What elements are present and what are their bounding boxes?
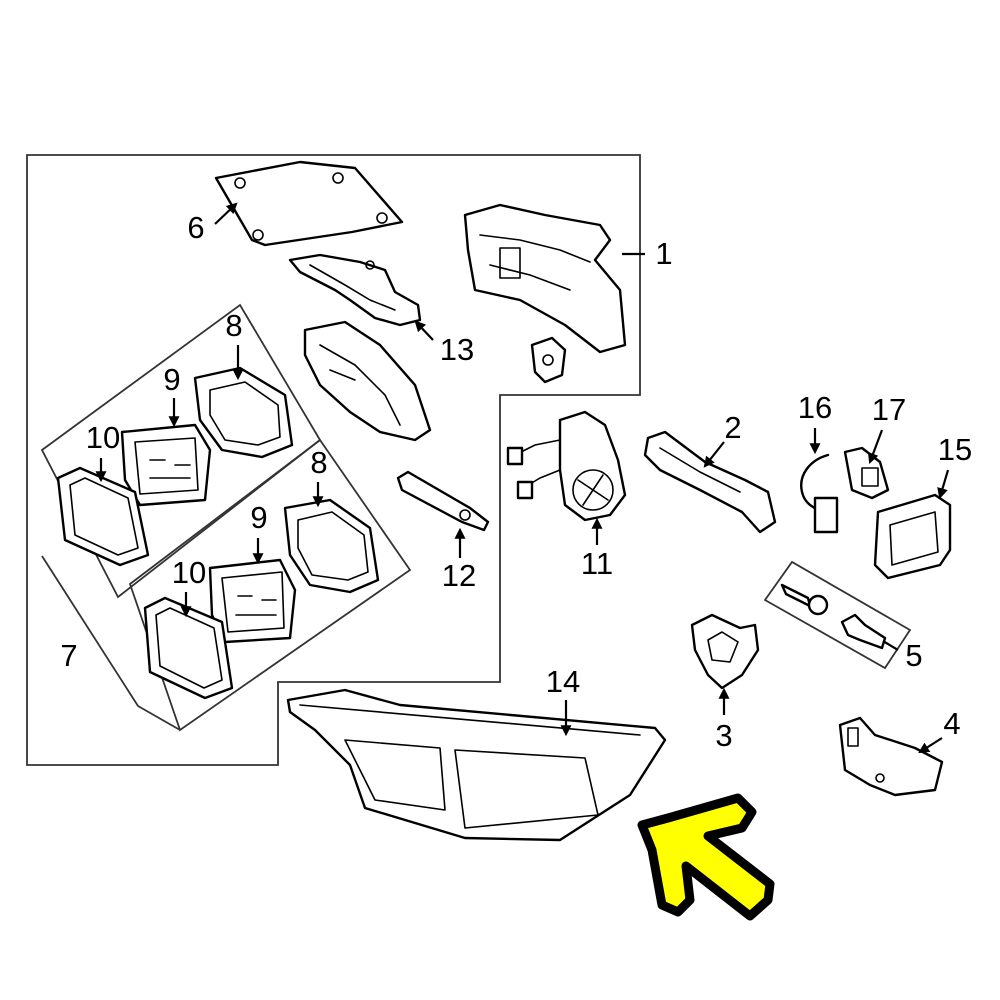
part-10-upper-retainer [56,466,150,567]
callout-10-lower: 10 [172,555,206,590]
callout-12: 12 [442,558,476,593]
headlamp-group-box-lower [128,438,412,732]
part-3-clip [690,613,760,690]
callout-17: 17 [872,392,906,427]
part-6-cover [214,160,404,247]
pointer-arrow-icon [637,793,775,921]
callout-2: 2 [724,410,741,445]
callout-9-lower: 9 [250,500,267,535]
part-housing-bracket [303,320,432,442]
callout-11: 11 [581,546,613,581]
assembly-box-1 [26,154,641,766]
part-4-plate [838,716,944,797]
part-10-lower-retainer [143,596,234,700]
callout-9-upper: 9 [163,362,180,397]
leader-lines [95,202,950,754]
callout-8-lower: 8 [310,445,327,480]
callout-3: 3 [715,718,732,753]
part-15-lamp [873,493,952,580]
callout-10-upper: 10 [86,420,120,455]
callout-14: 14 [546,664,580,699]
part-2-trim-strip [643,430,777,534]
part-17-socket [843,446,890,500]
part-5-fasteners [763,560,912,670]
part-14-panel [286,688,667,842]
callout-1: 1 [655,236,672,271]
part-8-upper-ring [193,366,294,459]
part-16-harness [800,453,839,534]
callout-15: 15 [938,432,972,467]
part-12-adjuster-rod [396,470,490,532]
part-9-lower-lamp [208,558,297,644]
callout-4: 4 [943,706,960,741]
callout-16: 16 [798,390,832,425]
part-11-motor [506,410,627,522]
part-radiator-support [463,203,627,354]
part-small-connector [530,336,567,384]
callout-13: 13 [440,332,474,367]
part-13-bracket [288,253,422,327]
callout-6: 6 [187,210,204,245]
part-8-lower-ring [283,498,380,594]
callout-5: 5 [905,638,922,673]
group-box-7-bracket [41,555,181,731]
part-9-upper-lamp [120,423,212,507]
callout-8-upper: 8 [225,308,242,343]
callout-7: 7 [60,638,77,673]
